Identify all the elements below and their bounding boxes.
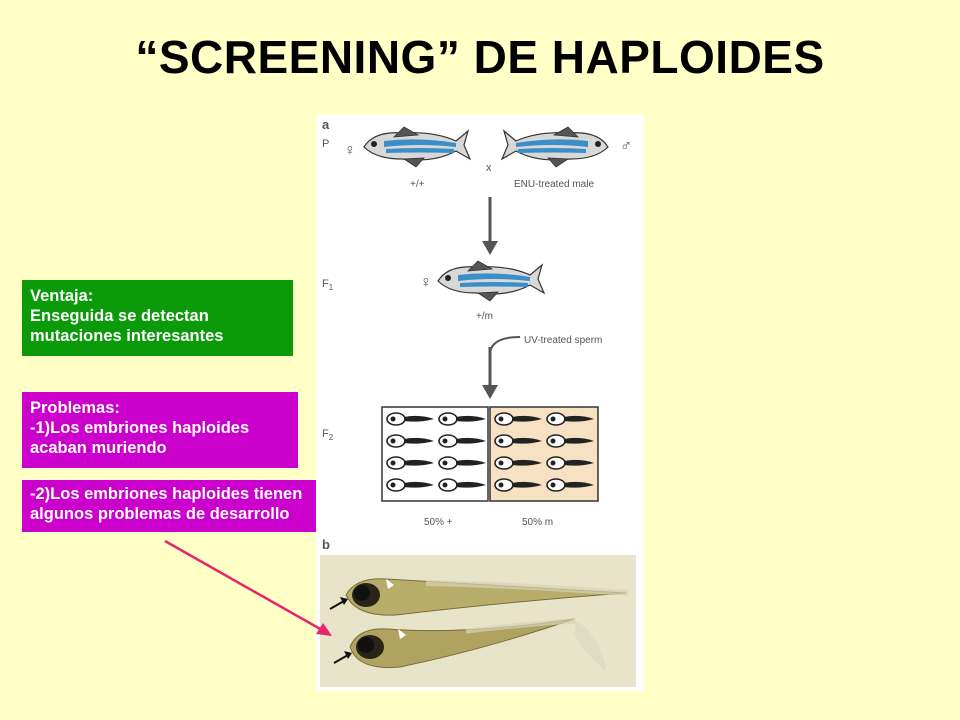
panel-b-label: b [322, 537, 330, 552]
problema-1-line-2: acaban muriendo [30, 439, 167, 457]
generation-arrow-1-head [482, 241, 498, 255]
problema-2-line-2: algunos problemas de desarrollo [30, 505, 290, 523]
figure-svg: a b P ♀ ♂ x +/+ ENU-treated male F1 ♀ +/… [320, 117, 636, 687]
cross-symbol: x [486, 162, 492, 174]
ventaja-heading: Ventaja: [30, 287, 94, 305]
generation-arrow-2-head [482, 385, 498, 399]
panel-a-label: a [322, 117, 330, 132]
problemas-heading: Problemas: [30, 399, 120, 417]
larva-top-icon [345, 578, 629, 616]
zebrafish-screening-figure: a b P ♀ ♂ x +/+ ENU-treated male F1 ♀ +/… [316, 115, 644, 691]
male-fish-icon [501, 126, 609, 168]
female-symbol-f1: ♀ [420, 274, 432, 291]
problema-2-line-1: -2)Los embriones haploides tienen [30, 485, 303, 503]
ventaja-box: Ventaja: Enseguida se detectan mutacione… [22, 280, 293, 356]
female-symbol-p: ♀ [344, 142, 356, 159]
ventaja-line-1: Enseguida se detectan [30, 307, 209, 325]
wild-type-label: +/+ [410, 179, 425, 190]
eye-pointer-arrows [329, 597, 352, 664]
wild-type-percent: 50% + [424, 517, 453, 528]
male-symbol-p: ♂ [620, 138, 632, 155]
problemas-box: Problemas: -1)Los embriones haploides ac… [22, 392, 298, 468]
slide-title: “SCREENING” DE HAPLOIDES [135, 31, 825, 83]
female-fish-icon [363, 126, 471, 168]
mutant-percent: 50% m [522, 517, 553, 528]
ventaja-line-2: mutaciones interesantes [30, 327, 224, 345]
generation-f2-label: F2 [322, 428, 334, 442]
larva-bottom-icon [349, 618, 606, 671]
generation-p-label: P [322, 138, 329, 150]
uv-sperm-label: UV-treated sperm [524, 335, 602, 346]
generation-f1-label: F1 [322, 278, 334, 292]
larvae-photo [320, 555, 636, 687]
enu-male-label: ENU-treated male [514, 179, 594, 190]
problema-2-box: -2)Los embriones haploides tienen alguno… [22, 480, 346, 532]
f1-fish-icon [437, 260, 545, 302]
uv-sperm-arrow [489, 336, 521, 356]
f1-genotype-label: +/m [476, 311, 493, 322]
problema-1-line-1: -1)Los embriones haploides [30, 419, 250, 437]
